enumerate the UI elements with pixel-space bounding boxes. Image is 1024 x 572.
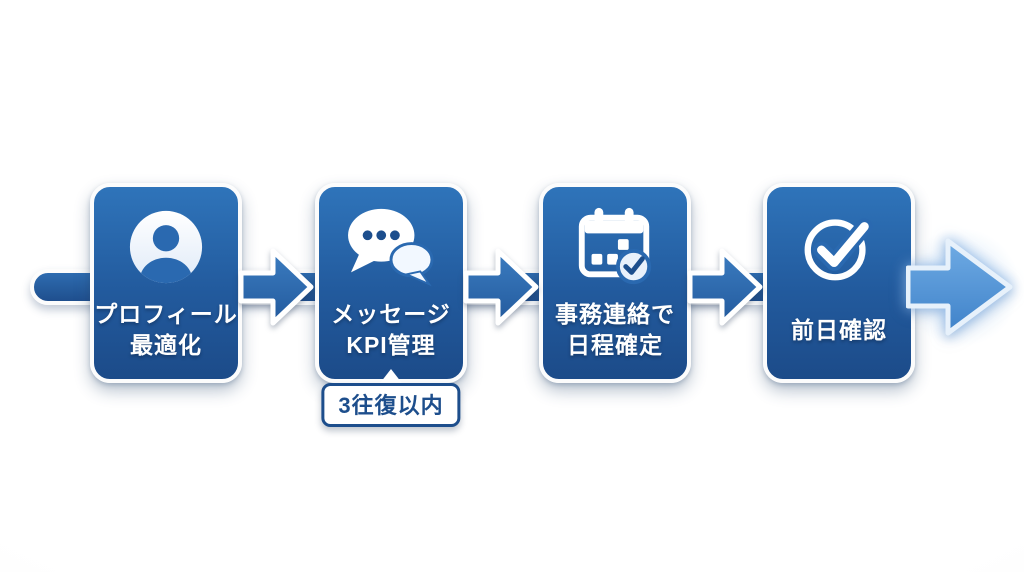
step-box-message-kpi: メッセージ KPI管理: [315, 183, 467, 383]
step-label: プロフィール 最適化: [94, 293, 238, 367]
step-box-schedule-confirm: 事務連絡で 日程確定: [539, 183, 691, 383]
calendar-check-icon: [543, 201, 687, 293]
step-label-line1: 前日確認: [791, 316, 887, 343]
step-label-line2: KPI管理: [346, 332, 436, 358]
user-icon: [94, 201, 238, 293]
step-label: 事務連絡で 日程確定: [543, 293, 687, 367]
final-arrow: [906, 238, 1013, 336]
flow-arrow-1: [238, 248, 314, 326]
kpi-badge: 3往復以内: [321, 383, 461, 427]
step-label-line1: メッセージ: [331, 301, 451, 327]
step-label-line2: 日程確定: [567, 332, 663, 358]
step-label-line1: プロフィール: [94, 301, 238, 327]
step-box-day-before-check: 前日確認: [763, 183, 915, 383]
step-label-line1: 事務連絡で: [555, 301, 675, 327]
badge-pointer: [377, 369, 405, 387]
step-label: メッセージ KPI管理: [319, 293, 463, 367]
flow-arrow-2: [463, 248, 539, 326]
step-box-profile-optimization: プロフィール 最適化: [90, 183, 242, 383]
step-label: 前日確認: [767, 293, 911, 367]
flow-arrow-3: [687, 248, 763, 326]
step-label-line2: 最適化: [130, 332, 202, 358]
chat-bubbles-icon: [319, 201, 463, 293]
check-circle-icon: [767, 201, 911, 293]
